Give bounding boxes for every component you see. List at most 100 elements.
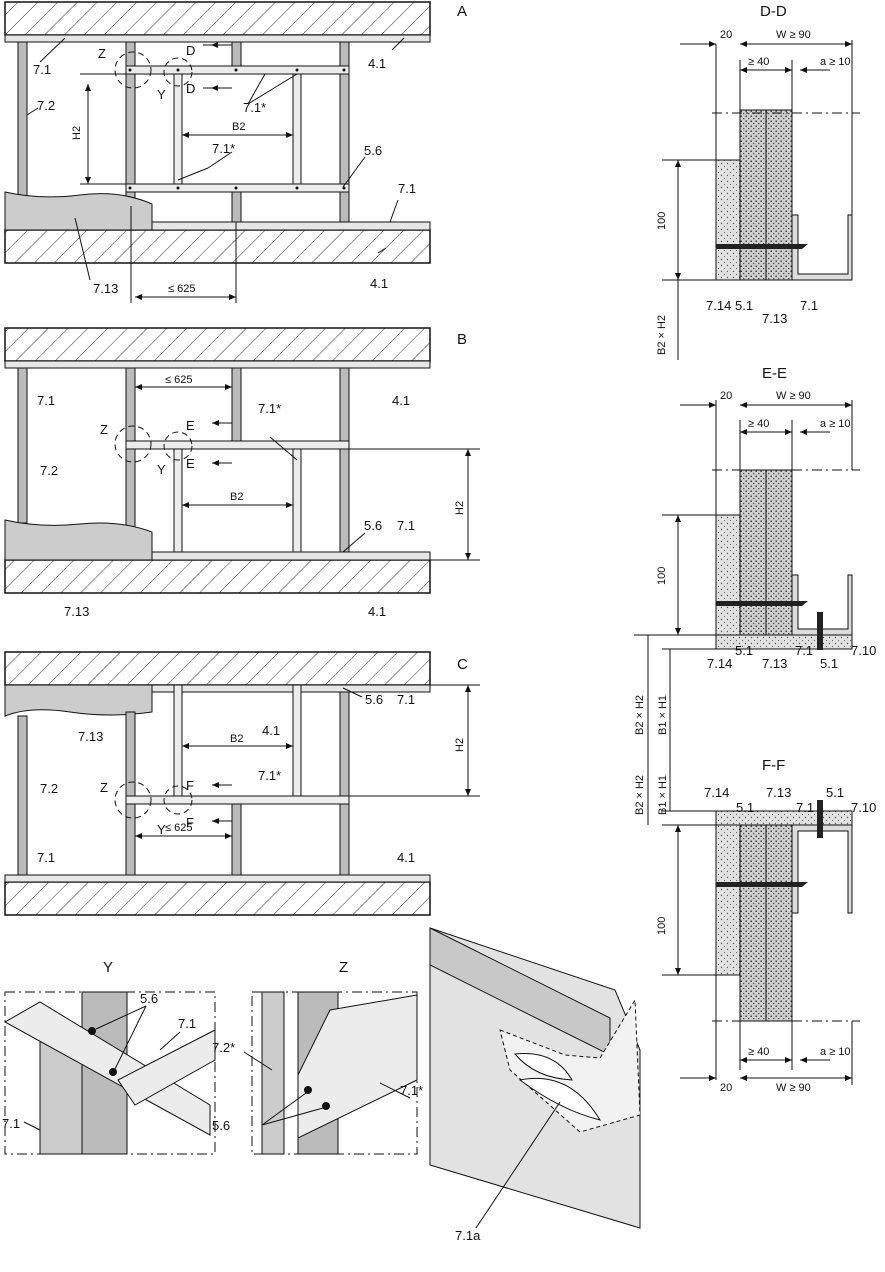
- label: ≥ 40: [748, 1046, 769, 1058]
- label: 7.1: [397, 692, 415, 707]
- board-outer: [715, 824, 741, 976]
- screw-head: [304, 1086, 312, 1094]
- label: 4.1: [397, 850, 415, 865]
- board-outer: [715, 159, 741, 281]
- view-a: A 4.1 7.1 7.2 Z Y D D H2 B2 7.1* 7.1* 5.…: [4, 1, 467, 303]
- label: D: [186, 43, 195, 58]
- label: B2 × H2: [656, 315, 668, 355]
- label: 7.1: [37, 850, 55, 865]
- label: W ≥ 90: [776, 29, 811, 41]
- stud: [231, 803, 242, 876]
- board: [4, 684, 153, 717]
- label: a ≥ 10: [820, 56, 851, 68]
- label: E: [186, 418, 195, 433]
- label: a ≥ 10: [820, 1046, 851, 1058]
- label: Y: [157, 822, 166, 837]
- stud: [17, 715, 28, 876]
- runner-top: [4, 360, 431, 369]
- label: 4.1: [370, 276, 388, 291]
- board: [4, 191, 153, 231]
- runner-bottom: [4, 874, 431, 883]
- label: 20: [720, 390, 732, 402]
- label: 20: [720, 29, 732, 41]
- trim-header: [125, 440, 350, 450]
- stud: [125, 711, 136, 876]
- runner-profile: [791, 824, 853, 914]
- label: Z: [100, 780, 108, 795]
- label: 7.1: [178, 1016, 196, 1031]
- top-slab: [4, 327, 431, 362]
- stud: [261, 991, 285, 1155]
- label: 4.1: [368, 604, 386, 619]
- label: B2 × H2: [634, 695, 646, 735]
- label: 7.1*: [258, 768, 281, 783]
- label: 7.2: [37, 98, 55, 113]
- label: D: [186, 81, 195, 96]
- label: 7.1a: [455, 1228, 481, 1243]
- label: 7.1: [397, 518, 415, 533]
- label: 5.1: [735, 643, 753, 658]
- label: 7.13: [78, 729, 103, 744]
- iso-detail: 7.1a: [429, 927, 641, 1243]
- label: H2: [454, 738, 466, 752]
- label: 7.1: [2, 1116, 20, 1131]
- label: 7.1: [800, 298, 818, 313]
- stud: [231, 41, 242, 67]
- label: ≤ 625: [165, 822, 192, 834]
- label: 7.13: [93, 281, 118, 296]
- top-slab: [4, 651, 431, 686]
- label: 5.6: [365, 692, 383, 707]
- trim-stud: [292, 684, 302, 805]
- screw: [716, 882, 808, 887]
- stud: [125, 367, 136, 553]
- label: Z: [98, 46, 106, 61]
- label: H2: [454, 501, 466, 515]
- label: 7.1*: [212, 141, 235, 156]
- label: 5.6: [212, 1118, 230, 1133]
- section-title: F-F: [762, 757, 785, 774]
- bottom-slab: [4, 559, 431, 594]
- trim-stud: [292, 65, 302, 193]
- trim-sill: [125, 795, 350, 805]
- label: 5.6: [140, 991, 158, 1006]
- section-ff: F-F B2 × H2 B1 × H1 7.14 5.1 7.13 7.1 5.…: [634, 740, 876, 1094]
- runner-profile: [791, 574, 853, 636]
- label: ≤ 625: [168, 283, 195, 295]
- label: 100: [656, 917, 668, 935]
- label: B2: [232, 121, 245, 133]
- label: 100: [656, 212, 668, 230]
- label: ≥ 40: [748, 56, 769, 68]
- label: 7.13: [64, 604, 89, 619]
- trim-diagonal: [297, 994, 418, 1139]
- label: 5.6: [364, 518, 382, 533]
- view-title: A: [457, 3, 467, 20]
- label: ≤ 625: [165, 374, 192, 386]
- runner-profile: [791, 214, 853, 281]
- screw: [716, 601, 808, 606]
- label: 7.1*: [258, 401, 281, 416]
- stud: [231, 191, 242, 223]
- label: 7.1: [795, 643, 813, 658]
- screw-head: [322, 1102, 330, 1110]
- label: B2: [230, 733, 243, 745]
- label: 7.14: [704, 785, 729, 800]
- label: F: [186, 815, 194, 830]
- label: F: [186, 778, 194, 793]
- label: 5.1: [826, 785, 844, 800]
- label: 7.1: [398, 181, 416, 196]
- label: a ≥ 10: [820, 418, 851, 430]
- view-b: B 7.1 ≤ 625 4.1 7.1* E E Z Y 7.2 B2 H2 5…: [4, 327, 480, 619]
- label: Y: [157, 87, 166, 102]
- screw: [817, 612, 823, 650]
- runner-bottom: [149, 551, 431, 561]
- label: 7.1: [37, 393, 55, 408]
- label: 4.1: [368, 56, 386, 71]
- label: 7.13: [762, 311, 787, 326]
- runner-diagonal: [117, 1029, 216, 1106]
- stud: [339, 41, 350, 223]
- label: 7.13: [762, 656, 787, 671]
- detail-z: Z 7.2* 7.1* 5.6: [212, 959, 423, 1155]
- label: B1 × H1: [657, 775, 669, 815]
- label: W ≥ 90: [776, 1082, 811, 1094]
- label: E: [186, 456, 195, 471]
